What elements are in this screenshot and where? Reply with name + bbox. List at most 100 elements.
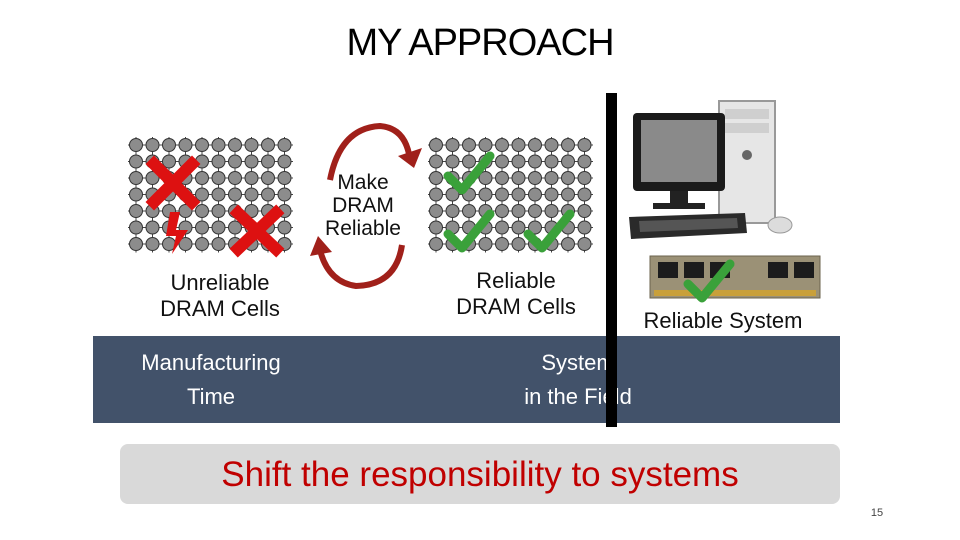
dram-cell bbox=[145, 171, 160, 185]
make-dram-reliable-label: Make DRAM Reliable bbox=[325, 171, 401, 240]
dram-cell bbox=[211, 187, 226, 202]
dram-cell bbox=[478, 171, 493, 185]
dram-cell bbox=[478, 237, 493, 251]
system-in-field-label: System in the Field bbox=[524, 350, 632, 409]
page-number: 15 bbox=[870, 507, 884, 519]
dram-cell bbox=[129, 138, 143, 152]
dram-cell bbox=[145, 138, 160, 152]
dram-cell bbox=[211, 220, 226, 235]
dram-cell bbox=[511, 138, 526, 152]
dram-cell bbox=[544, 154, 559, 169]
dram-cell bbox=[228, 171, 242, 185]
dram-cell bbox=[528, 154, 542, 169]
dram-cell bbox=[495, 204, 509, 218]
dram-cell bbox=[261, 171, 275, 185]
dram-cell bbox=[577, 204, 592, 218]
dram-cell bbox=[445, 187, 460, 202]
dram-cell bbox=[244, 138, 259, 152]
dram-cell bbox=[178, 237, 193, 251]
dram-cell bbox=[462, 154, 476, 169]
timeline-band bbox=[93, 336, 840, 423]
dram-cell bbox=[528, 138, 542, 152]
dram-cell bbox=[544, 138, 559, 152]
dram-cell bbox=[228, 154, 242, 169]
unreliable-caption: Unreliable DRAM Cells bbox=[160, 270, 280, 321]
memory-module-icon bbox=[649, 255, 821, 299]
dram-cell bbox=[277, 138, 292, 152]
dram-cell bbox=[577, 138, 592, 152]
cycle-arrows-icon bbox=[310, 122, 422, 290]
dram-cell bbox=[162, 154, 176, 169]
dram-cell bbox=[561, 237, 575, 251]
dram-cell bbox=[429, 187, 443, 202]
dram-cell bbox=[244, 171, 259, 185]
reliable-caption: Reliable DRAM Cells bbox=[456, 268, 576, 319]
dram-cell bbox=[195, 220, 209, 235]
dram-cell bbox=[511, 237, 526, 251]
dram-cell bbox=[261, 138, 275, 152]
dram-cell bbox=[244, 187, 259, 202]
green-check-icon bbox=[523, 209, 575, 253]
dram-cell bbox=[511, 204, 526, 218]
dram-cell bbox=[495, 138, 509, 152]
lightning-icon bbox=[166, 212, 188, 254]
dram-cell bbox=[129, 154, 143, 169]
dram-cell bbox=[462, 138, 476, 152]
dram-cell bbox=[429, 204, 443, 218]
dram-cell bbox=[511, 154, 526, 169]
dram-cell bbox=[162, 138, 176, 152]
green-check-icon bbox=[443, 151, 495, 195]
dram-cell bbox=[445, 138, 460, 152]
dram-cell bbox=[429, 171, 443, 185]
dram-cell bbox=[178, 204, 193, 218]
dram-cell bbox=[228, 187, 242, 202]
dram-cell bbox=[528, 204, 542, 218]
dram-cell bbox=[244, 154, 259, 169]
dram-cell bbox=[195, 204, 209, 218]
dram-cell bbox=[445, 204, 460, 218]
dram-cell bbox=[495, 237, 509, 251]
dram-cell bbox=[129, 187, 143, 202]
red-cross-icon bbox=[229, 204, 285, 258]
dram-cell bbox=[178, 138, 193, 152]
reliable-system-caption: Reliable System bbox=[643, 308, 803, 333]
dram-cell bbox=[445, 154, 460, 169]
callout-box: Shift the responsibility to systems bbox=[120, 444, 840, 504]
dram-cell bbox=[544, 171, 559, 185]
manufacturing-time-label: Manufacturing Time bbox=[141, 350, 281, 409]
dram-cell bbox=[429, 154, 443, 169]
dram-cell bbox=[261, 187, 275, 202]
dram-cell bbox=[511, 220, 526, 235]
vertical-divider bbox=[606, 93, 617, 427]
dram-cell bbox=[544, 204, 559, 218]
dram-cell bbox=[277, 171, 292, 185]
green-check-icon bbox=[683, 259, 735, 303]
dram-cell bbox=[495, 220, 509, 235]
slide-title: MY APPROACH bbox=[346, 22, 614, 64]
green-check-icon bbox=[443, 209, 495, 253]
dram-cell bbox=[145, 220, 160, 235]
dram-cell bbox=[211, 171, 226, 185]
dram-cell bbox=[495, 171, 509, 185]
dram-cell bbox=[211, 154, 226, 169]
dram-cell bbox=[577, 154, 592, 169]
dram-cell bbox=[577, 187, 592, 202]
dram-cell bbox=[129, 171, 143, 185]
dram-cell bbox=[511, 171, 526, 185]
dram-cell bbox=[561, 171, 575, 185]
dram-cell bbox=[561, 187, 575, 202]
unreliable-dram-cell-grid bbox=[128, 137, 293, 253]
dram-cell bbox=[129, 237, 143, 251]
dram-cell bbox=[511, 187, 526, 202]
dram-cell bbox=[528, 187, 542, 202]
dram-cell bbox=[277, 187, 292, 202]
dram-cell bbox=[544, 187, 559, 202]
red-cross-icon bbox=[145, 155, 201, 211]
dram-cell bbox=[211, 237, 226, 251]
dram-cell bbox=[211, 138, 226, 152]
dram-cell bbox=[195, 237, 209, 251]
dram-cell bbox=[244, 204, 259, 218]
dram-cell bbox=[429, 138, 443, 152]
dram-cell bbox=[528, 171, 542, 185]
desktop-computer-icon bbox=[629, 100, 793, 239]
